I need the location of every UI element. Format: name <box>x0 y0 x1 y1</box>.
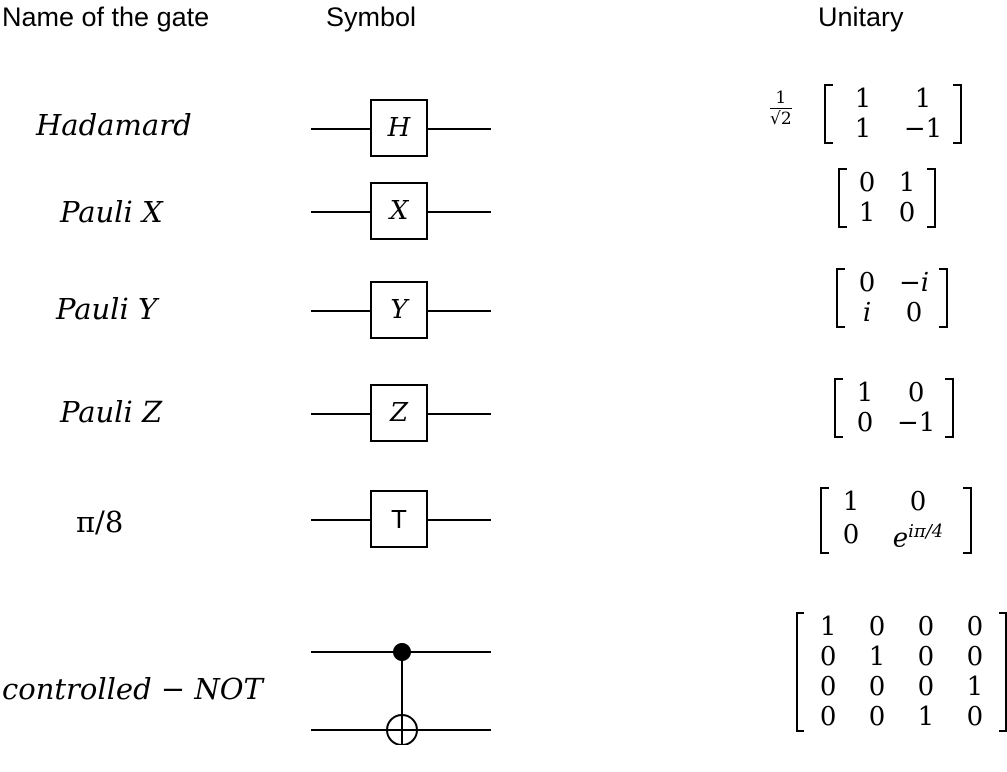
gate-symbol-pauli-x: X <box>370 182 428 240</box>
gate-symbol-hadamard: H <box>370 99 428 157</box>
matrix-cell: i <box>862 298 872 328</box>
prefactor-numerator: 1 <box>770 88 792 109</box>
bracket-right <box>999 612 1007 732</box>
matrix-cell: 0 <box>868 672 886 702</box>
gate-symbol-pauli-z: Z <box>370 384 428 442</box>
bracket-right <box>953 84 962 144</box>
prefactor-denominator: √2 <box>770 109 792 129</box>
matrix-cell: 1 <box>854 114 872 144</box>
matrix-cell: 0 <box>917 672 935 702</box>
matrix-cell: 0 <box>907 378 925 408</box>
matrix-cell: 0 <box>966 612 984 642</box>
header-gate-name: Name of the gate <box>2 2 210 32</box>
matrix-cell: 0 <box>868 702 886 732</box>
matrix-cell: 0 <box>917 612 935 642</box>
matrix-cell: 0 <box>858 268 876 298</box>
gate-name-pauli-y: Pauli Y <box>56 292 158 326</box>
matrix-cell: 1 <box>854 84 872 114</box>
matrix-cell: 1 <box>966 672 984 702</box>
matrix-cell: 0 <box>909 487 927 517</box>
header-symbol: Symbol <box>326 2 417 32</box>
matrix-cell: 0 <box>898 198 916 228</box>
gate-name-pauli-z: Pauli Z <box>60 395 163 429</box>
matrix-cell: 0 <box>842 520 860 551</box>
matrix-cell-exponential: eiπ/4 <box>892 521 944 554</box>
gate-name-pauli-x: Pauli X <box>60 195 163 229</box>
matrix-cell: 1 <box>819 612 837 642</box>
matrix-cell: 0 <box>966 642 984 672</box>
matrix-cell: −1 <box>897 408 936 438</box>
matrix-cell: 1 <box>898 168 916 198</box>
header-unitary: Unitary <box>818 2 904 32</box>
bracket-left <box>824 84 833 144</box>
matrix-cell: 0 <box>868 612 886 642</box>
matrix-cell: 0 <box>856 408 874 438</box>
bracket-left <box>834 378 843 438</box>
cnot-symbol <box>311 643 491 745</box>
matrix-cell: 0 <box>905 298 923 328</box>
matrix-cell: 1 <box>856 378 874 408</box>
control-dot <box>393 643 411 661</box>
bracket-right <box>939 268 949 328</box>
prefactor-hadamard: 1 √2 <box>770 88 792 129</box>
gate-name-cnot: controlled − NOT <box>2 672 263 706</box>
gate-symbol-pauli-y: Y <box>370 281 428 339</box>
gate-symbol-t: T <box>370 490 428 548</box>
matrix-cell: 1 <box>917 702 935 732</box>
matrix-cell: −i <box>899 268 930 298</box>
matrix-cell: 1 <box>842 487 860 517</box>
matrix-cell: 0 <box>819 672 837 702</box>
gate-name-hadamard: Hadamard <box>36 108 192 142</box>
bracket-left <box>820 487 829 554</box>
bracket-right <box>927 168 936 228</box>
matrix-cell: 0 <box>917 642 935 672</box>
matrix-cell: 1 <box>868 642 886 672</box>
bracket-left <box>838 168 847 228</box>
bracket-left <box>836 268 845 328</box>
bracket-right <box>963 487 972 554</box>
gate-name-pi-over-8: π/8 <box>76 505 124 539</box>
matrix-cell: 0 <box>858 168 876 198</box>
matrix-cell: 0 <box>966 702 984 732</box>
matrix-cell: −1 <box>903 114 943 144</box>
exponent: iπ/4 <box>908 521 944 542</box>
matrix-cell: 0 <box>819 702 837 732</box>
matrix-cell: 1 <box>858 198 876 228</box>
matrix-cell: 0 <box>819 642 837 672</box>
matrix-cell: 1 <box>914 84 932 114</box>
bracket-left <box>796 612 804 732</box>
bracket-right <box>945 378 955 438</box>
